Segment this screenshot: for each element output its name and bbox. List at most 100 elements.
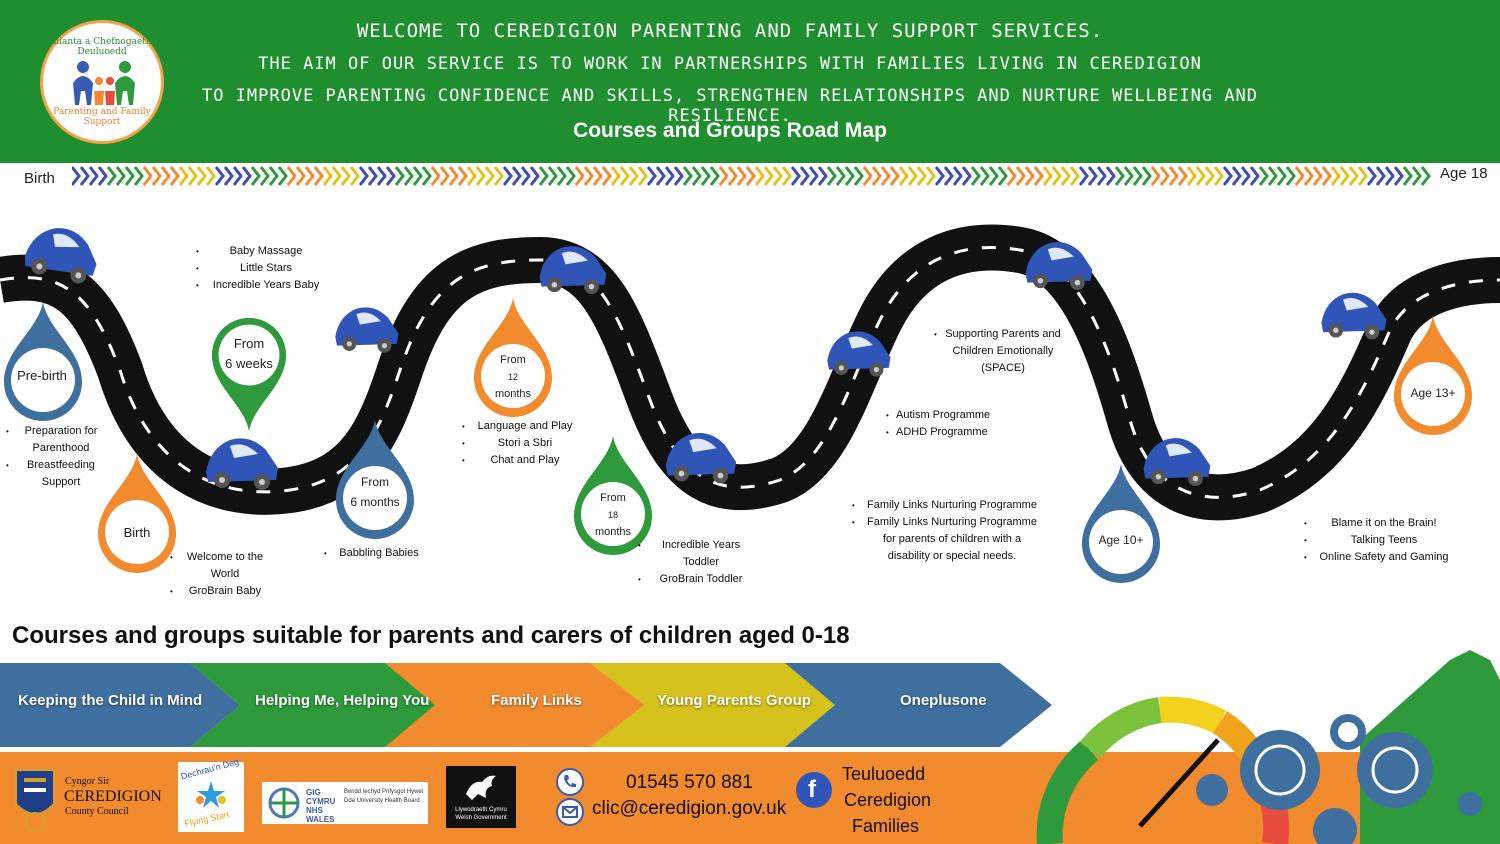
pin-label-line: From — [361, 475, 389, 489]
flying-start-bottom: Flying Start — [183, 809, 231, 829]
list-item: Baby Massage — [196, 243, 326, 260]
chevron-arrow-icon — [1015, 166, 1026, 186]
facebook-line-2[interactable]: Ceredigion — [844, 790, 932, 810]
list-item: Family Links Nurturing Programme — [852, 497, 1042, 514]
chevron-arrow-icon — [115, 166, 126, 186]
chevron-arrow-icon — [1132, 166, 1143, 186]
chevron-arrow-icon — [511, 166, 522, 186]
pin-label-line: 6 weeks — [225, 356, 273, 371]
car-icon — [1321, 292, 1387, 340]
gear-icon — [1313, 808, 1357, 844]
chevron-arrow-icon — [1105, 166, 1116, 186]
autism-groups-list: Autism Programme ADHD Programme — [886, 407, 1006, 441]
list-item: Welcome to the World — [170, 549, 270, 583]
chevron-arrow-icon — [322, 166, 333, 186]
chevron-arrow-icon — [421, 166, 432, 186]
chevron-arrow-icon — [826, 166, 837, 186]
programme-chevrons — [0, 663, 1052, 747]
gear-icon — [1240, 730, 1320, 810]
chevron-arrow-icon — [1375, 166, 1386, 186]
chevron-arrow-icon — [1348, 166, 1359, 186]
phone-icon — [556, 768, 584, 796]
pin-label-12-months: From 12 months — [474, 352, 552, 403]
chevron-arrow-icon — [1060, 166, 1071, 186]
chevron-arrow-icon — [412, 166, 423, 186]
chevron-arrow-icon — [601, 166, 612, 186]
facebook-line-3[interactable]: Families — [852, 816, 920, 836]
chevron-arrow-icon — [1051, 166, 1062, 186]
chevron-arrow-icon — [1204, 166, 1215, 186]
chevron-arrow-icon — [79, 166, 90, 186]
chevron-arrow-icon — [241, 166, 252, 186]
chevron-arrow-icon — [1114, 166, 1125, 186]
chevron-arrow-icon — [502, 166, 513, 186]
chevron-arrow-icon — [673, 166, 684, 186]
council-line-2: CEREDIGION — [64, 788, 162, 805]
list-item: Stori a Sbri — [462, 435, 578, 452]
pin-label-line: 18 — [607, 510, 618, 520]
pin-marker-prebirth — [4, 302, 82, 421]
six-weeks-groups-list: Baby Massage Little Stars Incredible Yea… — [196, 243, 326, 294]
list-item: Autism Programme — [886, 407, 1006, 424]
aim-line-2: TO IMPROVE PARENTING CONFIDENCE AND SKIL… — [201, 86, 1259, 126]
birth-groups-list: Welcome to the World GroBrain Baby — [170, 549, 270, 600]
list-item: Little Stars — [196, 260, 326, 277]
chevron-arrow-icon — [358, 166, 369, 186]
chevron-arrow-icon — [142, 166, 153, 186]
list-item: Chat and Play — [462, 452, 578, 469]
chevron-arrow-icon — [187, 166, 198, 186]
car-icon — [1025, 242, 1093, 291]
list-item: Blame it on the Brain! — [1304, 515, 1454, 532]
chevron-arrow-icon — [727, 166, 738, 186]
chevron-arrow-icon — [1393, 166, 1404, 186]
chevron-arrow-icon — [934, 166, 945, 186]
car-icon — [24, 228, 97, 284]
chevron-arrow-icon — [1240, 166, 1251, 186]
chevron-arrow-icon — [754, 166, 765, 186]
pin-label-prebirth: Pre-birth — [17, 368, 67, 383]
chevron-arrow-icon — [979, 166, 990, 186]
phone-number[interactable]: 01545 570 881 — [626, 772, 753, 793]
pin-label-6-months: From 6 months — [336, 472, 414, 512]
chevron-arrow-icon — [133, 166, 144, 186]
pin-label-line: From — [600, 492, 626, 504]
chevron-arrow-icon — [151, 166, 162, 186]
chevron-arrow-icon — [682, 166, 693, 186]
chevron-arrow-icon — [997, 166, 1008, 186]
list-item: Talking Teens — [1304, 532, 1454, 549]
gauge-needle — [1138, 738, 1220, 828]
list-item: ADHD Programme — [886, 424, 1006, 441]
facebook-icon[interactable]: f — [796, 772, 832, 808]
pin-label-age-10: Age 10+ — [1098, 533, 1144, 547]
chevron-arrow-icon — [1123, 166, 1134, 186]
list-item: Language and Play — [462, 418, 578, 435]
chevron-arrow-icon — [340, 166, 351, 186]
list-item: GroBrain Baby — [170, 583, 270, 600]
chevron-family-links — [385, 663, 645, 747]
chevron-arrow-icon — [1186, 166, 1197, 186]
chevron-arrow-icon — [691, 166, 702, 186]
facebook-line-1[interactable]: Teuluoedd — [842, 764, 926, 784]
chevron-arrow-icon — [439, 166, 450, 186]
chevron-arrow-icon — [385, 166, 396, 186]
chevron-arrow-icon — [538, 166, 549, 186]
chevron-arrow-icon — [1195, 166, 1206, 186]
chevron-helping-me — [190, 663, 475, 747]
pin-label-birth: Birth — [123, 525, 151, 540]
chevron-arrow-icon — [574, 166, 585, 186]
chevron-arrow-icon — [637, 166, 648, 186]
list-item: Breastfeeding Support — [6, 457, 106, 491]
header-banner: Rhianta a Chefnogaeth i Deuluoedd Parent… — [0, 0, 1500, 163]
chevron-arrow-icon — [376, 166, 387, 186]
chevron-arrow-icon — [430, 166, 441, 186]
gear-icon — [1458, 792, 1482, 816]
pin-label-line: months — [494, 388, 532, 400]
chevron-arrow-icon — [862, 166, 873, 186]
chevron-arrow-icon — [1258, 166, 1269, 186]
family-icon — [73, 61, 135, 105]
chevron-arrow-icon — [124, 166, 135, 186]
car-icon — [1143, 438, 1211, 487]
pin-label-line: 6 months — [350, 495, 400, 509]
chevron-arrow-icon — [232, 166, 243, 186]
email-address[interactable]: clic@ceredigion.gov.uk — [592, 798, 787, 819]
